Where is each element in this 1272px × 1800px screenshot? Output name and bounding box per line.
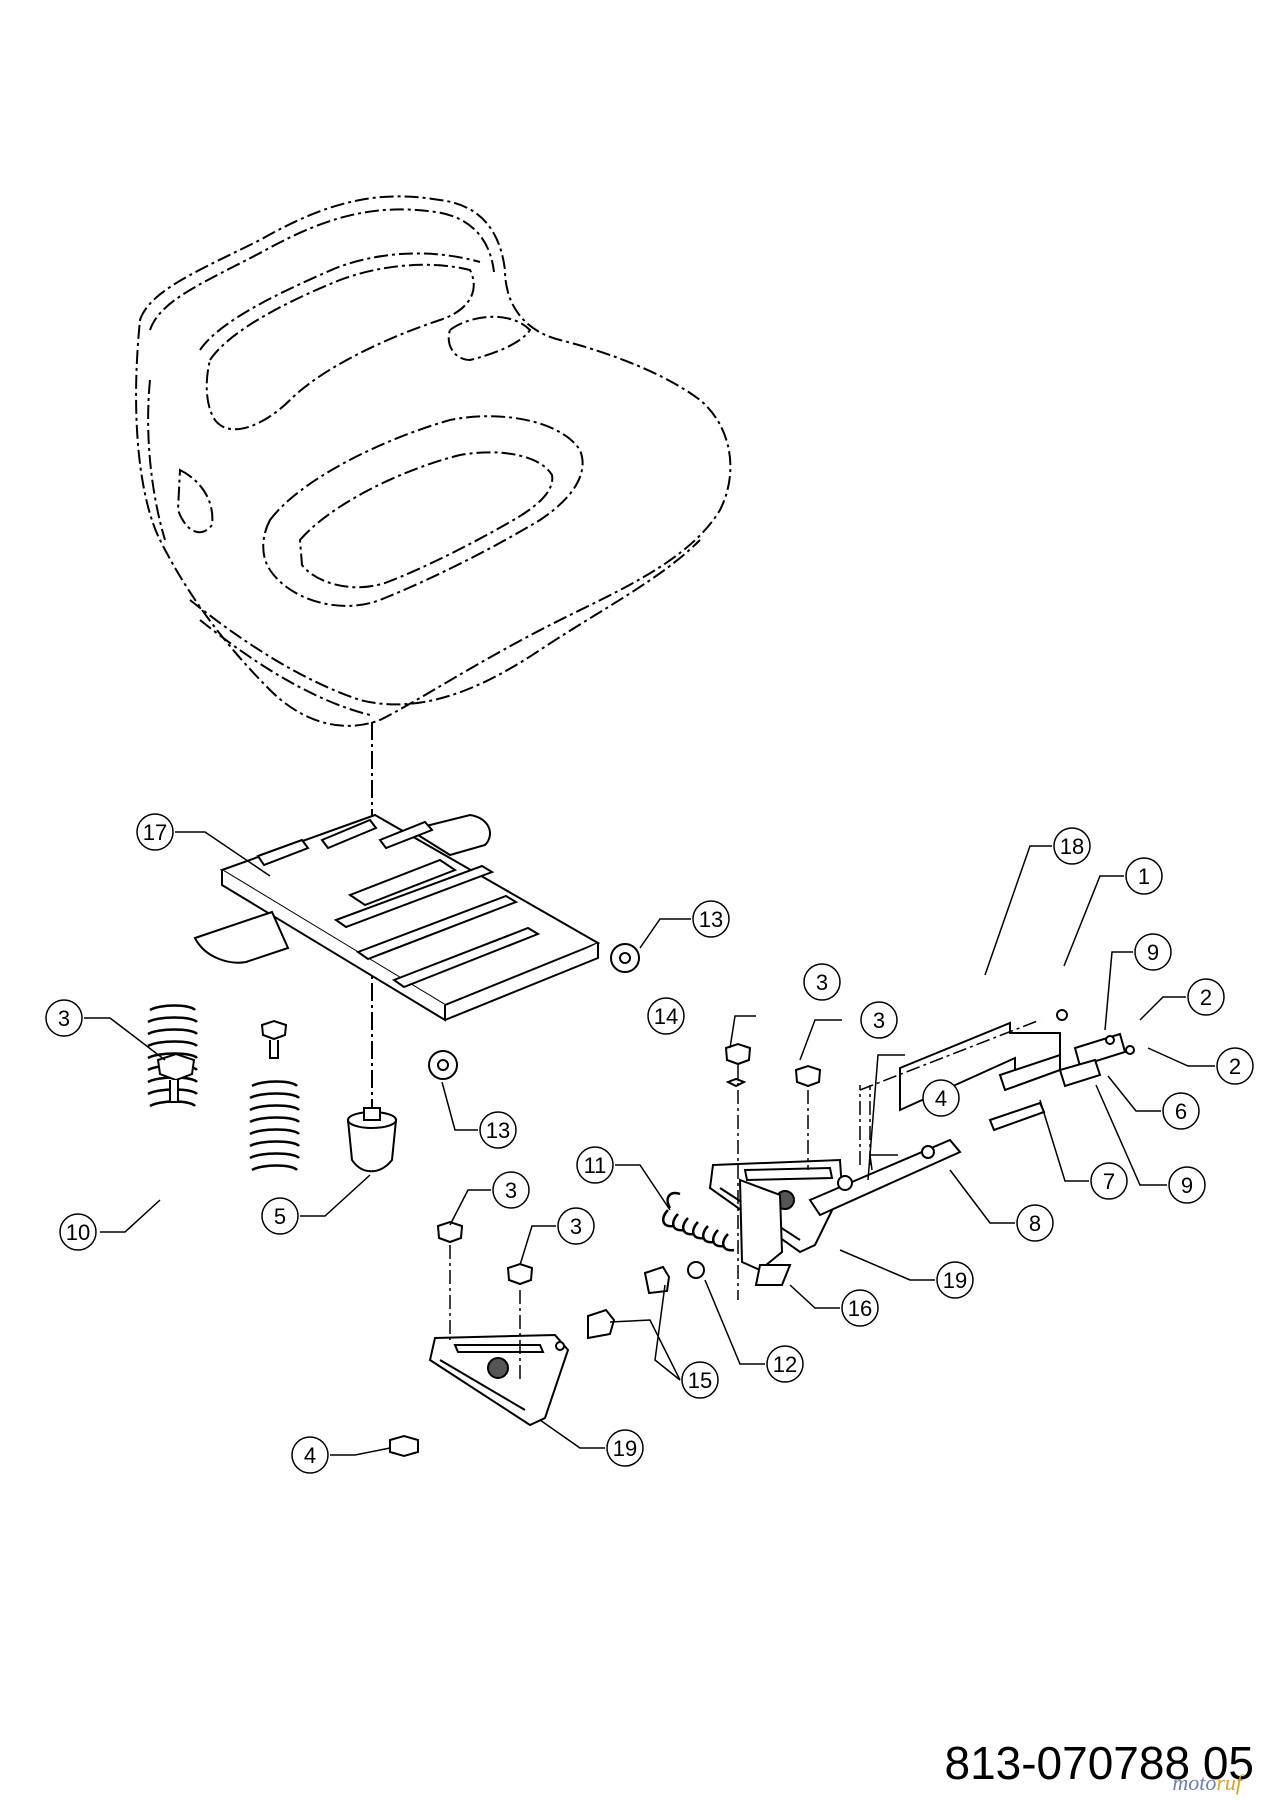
callout-2-top: 2	[1187, 978, 1225, 1016]
svg-text:15: 15	[688, 1368, 712, 1393]
svg-text:2: 2	[1200, 985, 1212, 1010]
lower-bracket	[428, 1333, 570, 1427]
callout-19-top: 19	[936, 1261, 974, 1299]
svg-text:19: 19	[613, 1436, 637, 1461]
callout-4-bottom: 4	[291, 1436, 329, 1474]
callout-19-bottom: 19	[606, 1429, 644, 1467]
svg-text:7: 7	[1103, 1169, 1115, 1194]
callout-14: 14	[647, 997, 685, 1035]
seat-pan	[193, 813, 640, 1080]
svg-text:4: 4	[304, 1443, 316, 1468]
latch-lever	[738, 1178, 792, 1286]
callout-9-top: 9	[1134, 933, 1172, 971]
svg-text:3: 3	[816, 970, 828, 995]
drawing-part-number: 813-070788 05	[944, 1737, 1254, 1789]
svg-text:17: 17	[143, 820, 167, 845]
svg-text:3: 3	[570, 1214, 582, 1239]
svg-text:9: 9	[1181, 1173, 1193, 1198]
seat-bumper	[346, 1107, 398, 1173]
callout-11: 11	[576, 1146, 614, 1184]
callout-3-mid: 3	[803, 963, 841, 1001]
svg-text:10: 10	[66, 1220, 90, 1245]
callout-6: 6	[1162, 1092, 1200, 1130]
svg-text:1: 1	[1138, 864, 1150, 889]
svg-text:11: 11	[584, 1153, 607, 1178]
svg-text:16: 16	[848, 1296, 872, 1321]
callout-2-bottom: 2	[1216, 1047, 1254, 1085]
svg-text:3: 3	[505, 1178, 517, 1203]
callout-3-lower-a: 3	[492, 1171, 530, 1209]
svg-text:6: 6	[1175, 1099, 1187, 1124]
callout-13-top: 13	[692, 900, 730, 938]
callout-4-top: 4	[922, 1079, 960, 1117]
callout-18: 18	[1053, 827, 1091, 865]
callout-13-bottom: 13	[479, 1111, 517, 1149]
watermark-logo: motoruf	[1172, 1770, 1242, 1796]
svg-text:13: 13	[486, 1118, 510, 1143]
callout-3-left: 3	[45, 999, 83, 1037]
svg-text:19: 19	[943, 1268, 967, 1293]
svg-text:18: 18	[1060, 834, 1084, 859]
svg-text:13: 13	[699, 907, 723, 932]
left-bolts	[156, 1019, 288, 1103]
callout-12: 12	[766, 1345, 804, 1383]
callout-1: 1	[1125, 857, 1163, 895]
svg-text:14: 14	[654, 1004, 678, 1029]
svg-text:4: 4	[935, 1086, 947, 1111]
callout-leaders	[84, 831, 1215, 1456]
svg-text:9: 9	[1147, 940, 1159, 965]
callout-9-bottom: 9	[1168, 1166, 1206, 1204]
callout-7: 7	[1090, 1162, 1128, 1200]
lower-bolts	[389, 1220, 616, 1458]
callout-15: 15	[681, 1361, 719, 1399]
callout-3-right: 3	[860, 1001, 898, 1039]
svg-text:3: 3	[58, 1006, 70, 1031]
svg-text:8: 8	[1029, 1211, 1041, 1236]
tension-spring	[661, 1191, 735, 1252]
svg-text:2: 2	[1229, 1054, 1241, 1079]
shaft-and-parts	[643, 1009, 1135, 1295]
watermark-part-a: moto	[1172, 1770, 1217, 1795]
watermark-part-b: ruf	[1216, 1770, 1242, 1795]
callout-17: 17	[136, 813, 174, 851]
callout-5: 5	[261, 1197, 299, 1235]
callout-10: 10	[59, 1213, 97, 1251]
lower-dashlines	[449, 1245, 521, 1380]
svg-text:5: 5	[274, 1204, 286, 1229]
svg-text:3: 3	[873, 1008, 885, 1033]
callouts: 17 13 13 18 1 9 2 2 6 9 7 8 4 3 3 14 3 1…	[45, 813, 1254, 1474]
callout-16: 16	[841, 1289, 879, 1327]
callout-8: 8	[1016, 1204, 1054, 1242]
callout-3-lower-b: 3	[557, 1207, 595, 1245]
svg-text:12: 12	[773, 1352, 797, 1377]
seat-cushion	[135, 195, 732, 727]
